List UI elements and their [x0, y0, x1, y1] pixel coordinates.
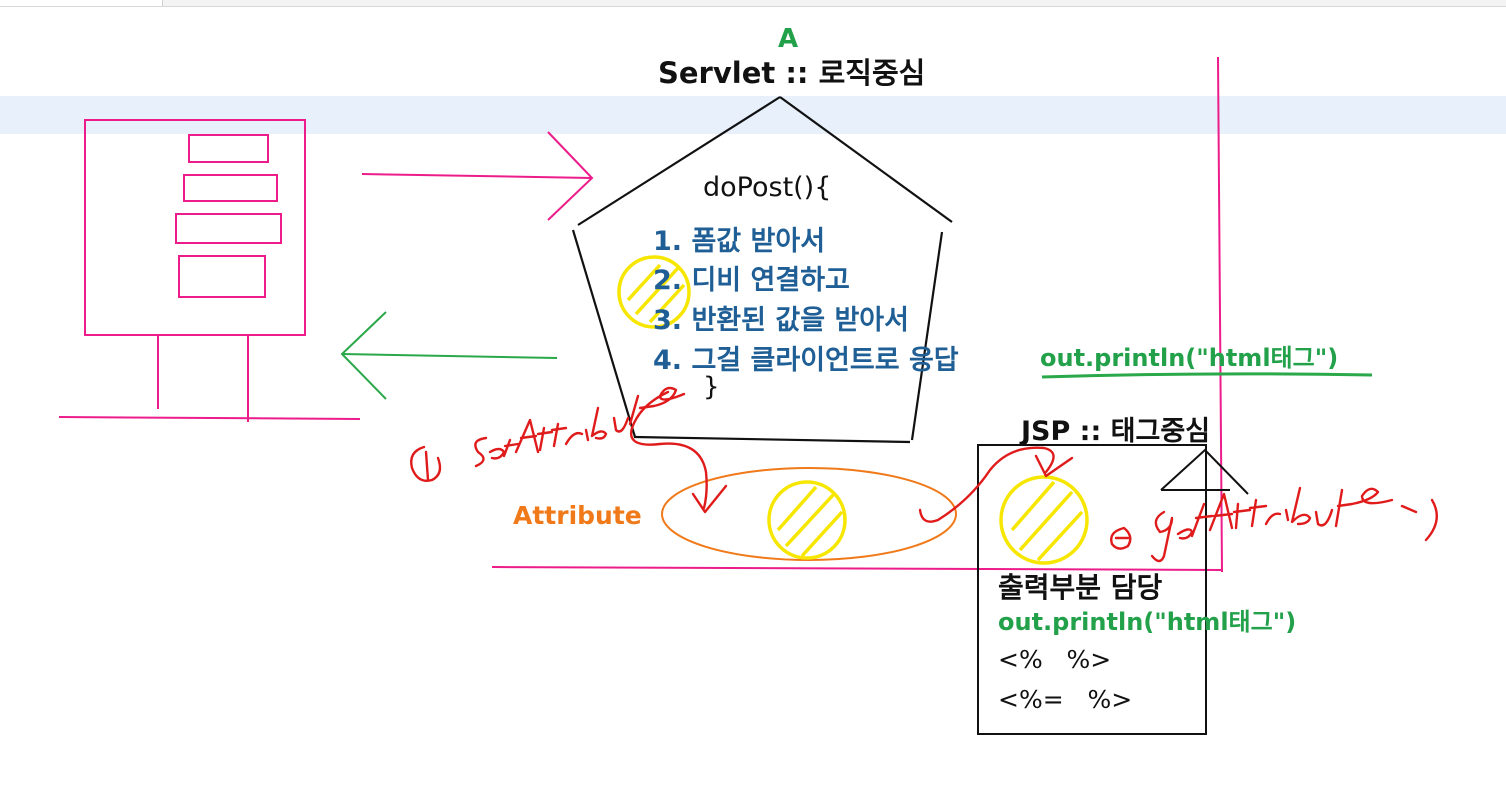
- form-ground-line: [58, 416, 361, 420]
- window-tab[interactable]: [0, 0, 163, 6]
- jsp-data-circle: [999, 475, 1089, 565]
- jsp-triangle-sketch: [1160, 448, 1249, 495]
- handwritten-annotations: [410, 386, 1438, 563]
- jsp-title: JSP :: 태그중심: [1021, 416, 1211, 447]
- form-field-4: [178, 255, 266, 298]
- request-arrow: [361, 131, 594, 221]
- step-two-marker: [1110, 526, 1132, 550]
- servlet-data-circle: [617, 255, 691, 329]
- jsp-box: [977, 444, 1207, 735]
- jsp-frame-lines: [491, 56, 1223, 573]
- form-field-3: [175, 213, 282, 244]
- client-form-drawing: [58, 119, 361, 422]
- attribute-data-circle: [767, 480, 847, 560]
- marker-a: A: [778, 24, 799, 54]
- servlet-pentagon: [571, 96, 953, 444]
- window-top-bar: [0, 0, 1506, 7]
- jsp-output-label: 출력부분 담당: [998, 571, 1163, 604]
- out-println-right: out.println("html태그"): [1040, 344, 1339, 372]
- dopost-step-3: 3. 반환된 값을 받아서: [653, 305, 909, 336]
- dopost-step-1: 1. 폼값 받아서: [653, 226, 826, 257]
- attribute-label: Attribute: [513, 501, 642, 530]
- form-field-2: [183, 174, 278, 202]
- attribute-ellipse: [661, 467, 957, 561]
- jsp-out-println: out.println("html태그"): [998, 608, 1297, 636]
- scriptlet-tag: <% %>: [998, 645, 1112, 674]
- dopost-step-2: 2. 디비 연결하고: [653, 265, 850, 296]
- dopost-step-4: 4. 그걸 클라이언트로 응답: [653, 345, 959, 376]
- client-form-box: [84, 119, 306, 336]
- response-arrow: [340, 311, 558, 400]
- out-println-underline: [1041, 372, 1373, 379]
- dopost-header: doPost(){: [703, 172, 832, 203]
- step-one-marker: [410, 445, 442, 482]
- expression-tag: <%= %>: [998, 685, 1133, 714]
- form-field-1: [188, 134, 269, 163]
- servlet-title: Servlet :: 로직중심: [658, 56, 926, 90]
- dopost-close: }: [703, 372, 720, 402]
